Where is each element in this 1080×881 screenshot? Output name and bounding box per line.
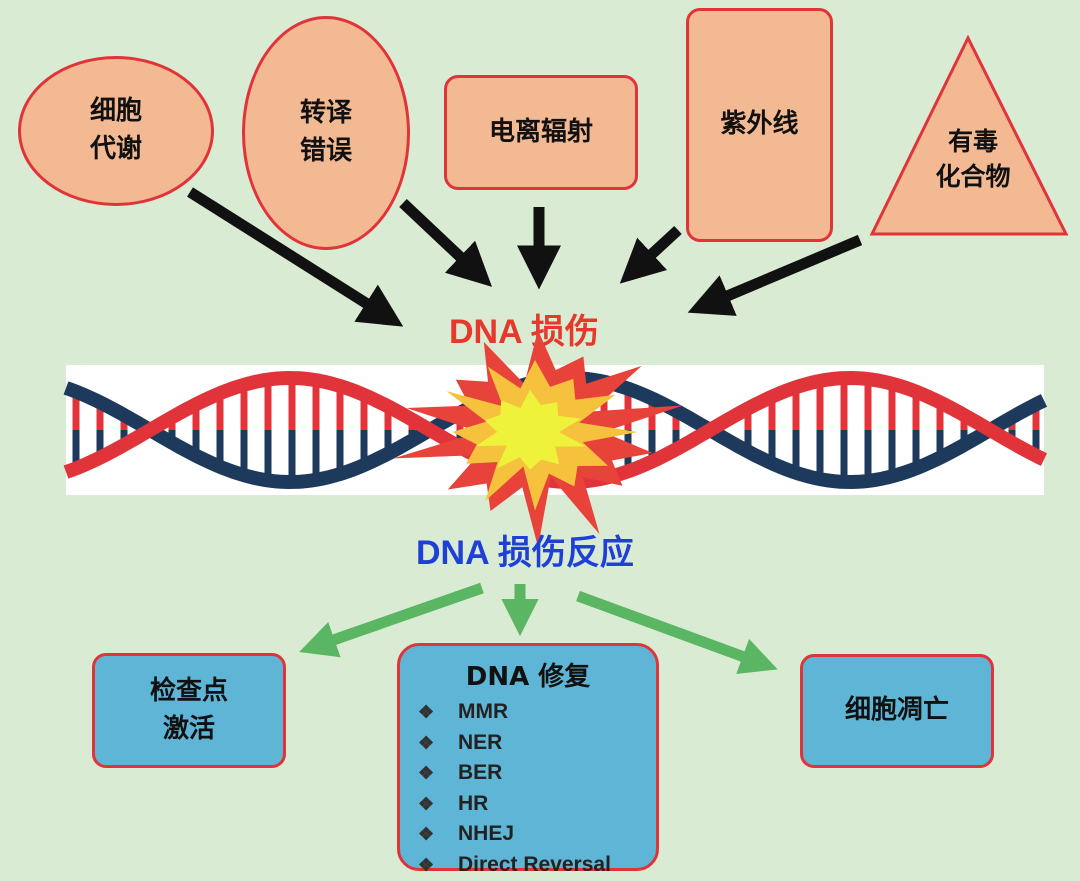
repair-item-ber: ❖BER xyxy=(418,758,656,789)
cause-cell-metabolism: 细胞 代谢 xyxy=(18,56,214,206)
arrow-to-checkpoint xyxy=(299,582,484,658)
diamond-bullet-icon: ❖ xyxy=(418,763,435,783)
diamond-bullet-icon: ❖ xyxy=(418,824,435,844)
dna-repair-list: ❖MMR ❖NER ❖BER ❖HR ❖NHEJ ❖Direct Reversa… xyxy=(418,697,656,880)
diamond-bullet-icon: ❖ xyxy=(418,702,435,722)
repair-item-hr: ❖HR xyxy=(418,789,656,820)
cause-toxic-compound-label: 有毒 化合物 xyxy=(935,127,1011,191)
arrow-to-apoptosis xyxy=(576,590,778,675)
repair-item-direct-reversal: ❖Direct Reversal xyxy=(418,850,656,881)
diamond-bullet-icon: ❖ xyxy=(418,732,435,753)
dna-repair-title: DNA 修复 xyxy=(465,662,591,692)
arrow-toxic-to-damage xyxy=(687,234,863,316)
diamond-bullet-icon: ❖ xyxy=(418,854,435,875)
repair-item-nhej: ❖NHEJ xyxy=(418,819,656,850)
arrow-metabolism-to-damage xyxy=(187,187,404,327)
cause-ultraviolet: 紫外线 xyxy=(686,8,833,242)
dna-damage-response-title: DNA 损伤反应 xyxy=(416,534,634,572)
repair-item-mmr: ❖MMR xyxy=(418,697,656,728)
cause-ionizing-radiation: 电离辐射 xyxy=(444,75,638,190)
dna-damage-title: DNA 损伤 xyxy=(449,313,599,351)
damage-burst xyxy=(393,330,684,547)
outcome-apoptosis: 细胞凋亡 xyxy=(800,654,994,768)
diamond-bullet-icon: ❖ xyxy=(418,793,435,814)
outcome-checkpoint-activation: 检查点 激活 xyxy=(92,653,286,768)
cause-translation-error: 转译 错误 xyxy=(242,16,410,250)
repair-item-ner: ❖NER xyxy=(418,728,656,759)
arrow-translation-to-damage xyxy=(399,198,493,287)
outcome-dna-repair: DNA 修复 ❖MMR ❖NER ❖BER ❖HR ❖NHEJ ❖Direct … xyxy=(397,643,659,876)
arrow-uv-to-damage xyxy=(619,225,682,284)
